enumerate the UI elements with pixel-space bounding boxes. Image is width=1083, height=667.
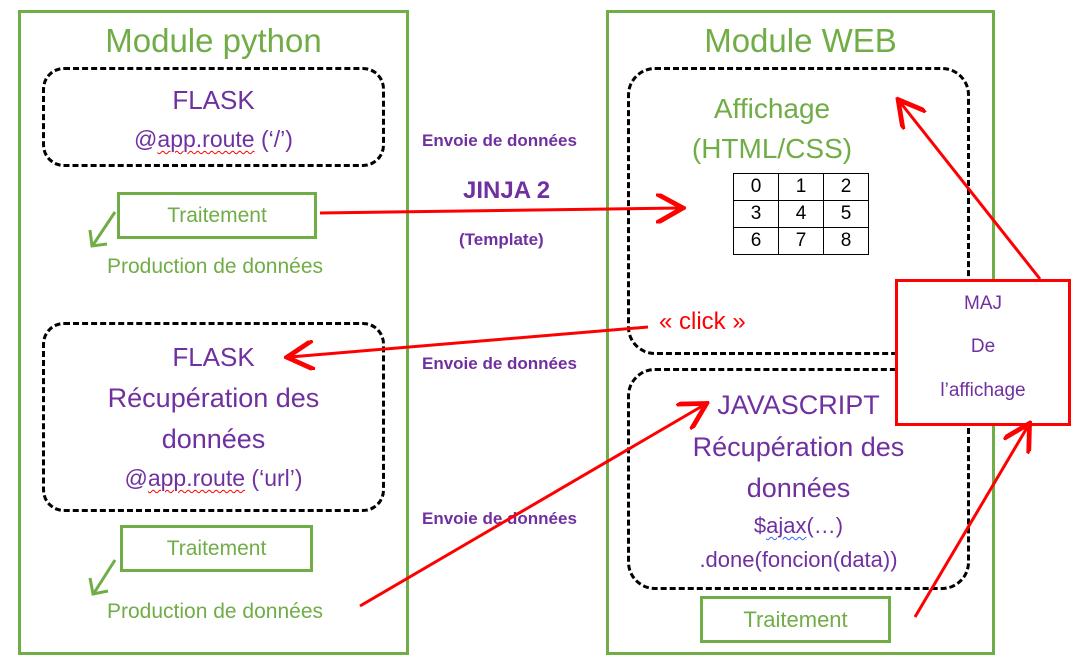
traitement-box-2: Traitement <box>120 525 313 572</box>
module-python-title: Module python <box>105 22 322 59</box>
traitement-label-2: Traitement <box>166 536 267 560</box>
module-python-box <box>18 10 409 655</box>
arrow-traitement-to-maj <box>913 426 1028 618</box>
production-label-1: Production de données <box>107 255 323 278</box>
done-line: .done(foncion(data)) <box>699 547 898 572</box>
javascript-recup-line: Récupération des <box>692 432 905 462</box>
grid-cell: 3 <box>733 200 779 228</box>
grid-cell: 2 <box>823 173 869 201</box>
javascript-box <box>627 368 970 590</box>
affichage-box <box>627 67 970 355</box>
production-label-2: Production de données <box>107 600 323 623</box>
arrow-production-to-javascript <box>359 405 704 608</box>
flask-route-line: @app.route (‘/’) <box>134 126 293 152</box>
grid-cell: 5 <box>823 200 869 228</box>
flask-url-box <box>42 322 385 512</box>
envoie-label-2: Envoie de données <box>422 354 577 373</box>
affichage-html-css: (HTML/CSS) <box>691 133 853 164</box>
flask-url-route: @app.route (‘url’) <box>124 465 303 491</box>
grid-cell: 1 <box>778 173 824 201</box>
affichage-label: Affichage <box>713 93 831 124</box>
arrow-click-to-flask <box>290 325 649 357</box>
flask-title: FLASK <box>172 85 255 115</box>
javascript-donnees-line: données <box>746 473 851 503</box>
arrow-maj-to-affichage <box>900 102 1042 280</box>
green-arrow-1 <box>88 211 117 248</box>
traitement-label-1: Traitement <box>167 203 267 227</box>
traitement-box-3: Traitement <box>700 596 891 643</box>
click-label: « click » <box>657 308 748 336</box>
grid-cell: 6 <box>733 227 779 255</box>
grid-cell: 0 <box>733 173 779 201</box>
maj-line-1: MAJ <box>964 293 1002 314</box>
envoie-label-3: Envoie de données <box>422 509 577 528</box>
ajax-line: $ajax(…) <box>753 513 844 538</box>
green-arrow-2 <box>88 559 117 596</box>
traitement-box-1: Traitement <box>117 192 317 239</box>
maj-line-2: De <box>970 336 996 357</box>
jinja-label: JINJA 2 <box>463 177 551 204</box>
template-label: (Template) <box>459 230 544 249</box>
grid-cell: 8 <box>823 227 869 255</box>
envoie-label-1: Envoie de données <box>422 131 577 150</box>
flask-route-box <box>42 67 385 167</box>
arrow-traitement-to-affichage <box>319 208 680 213</box>
traitement-label-3: Traitement <box>743 606 848 632</box>
javascript-title: JAVASCRIPT <box>717 390 880 420</box>
maj-affichage-box <box>895 279 1071 426</box>
maj-line-3: l’affichage <box>940 380 1026 401</box>
module-web-title: Module WEB <box>704 22 897 59</box>
flask-recup-line: Récupération des <box>107 383 320 413</box>
flask-title-2: FLASK <box>172 342 255 372</box>
grid-table: 0 1 2 3 4 5 6 7 8 <box>733 173 869 255</box>
flask-donnees-line: données <box>161 424 266 454</box>
